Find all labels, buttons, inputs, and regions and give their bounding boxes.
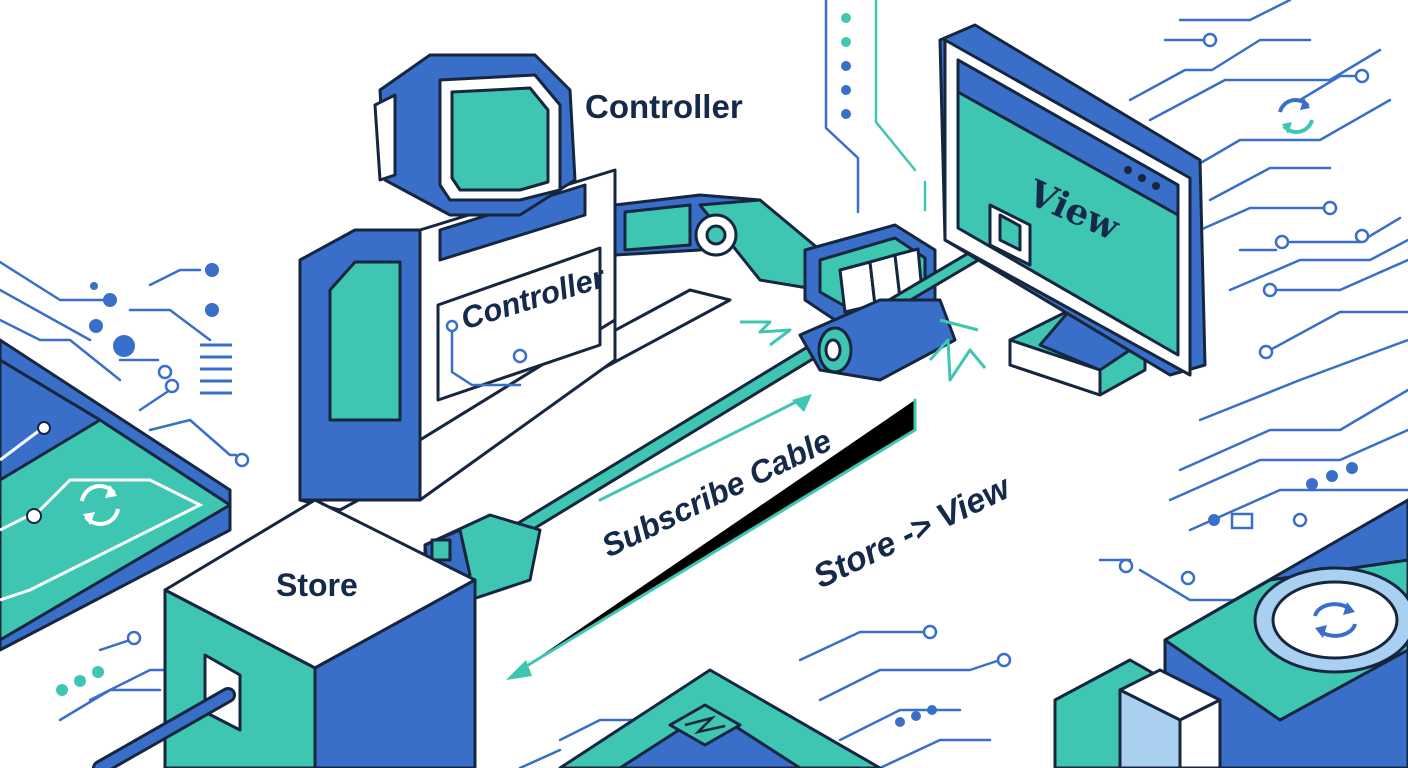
controller-robot xyxy=(298,53,937,502)
left-board xyxy=(0,338,232,652)
controller-header-label: Controller xyxy=(585,88,743,125)
bottom-slab xyxy=(558,668,882,768)
store-box-label: Store xyxy=(276,567,358,603)
sync-icon xyxy=(1313,602,1357,638)
sync-icon xyxy=(80,484,120,526)
bottom-right-block xyxy=(1053,498,1408,768)
spark-icon xyxy=(740,318,987,382)
sync-icon xyxy=(1278,98,1314,134)
store-box xyxy=(92,498,477,768)
view-monitor xyxy=(938,23,1207,397)
flow-arrows xyxy=(506,394,917,680)
window-dots-icon xyxy=(1124,166,1160,190)
